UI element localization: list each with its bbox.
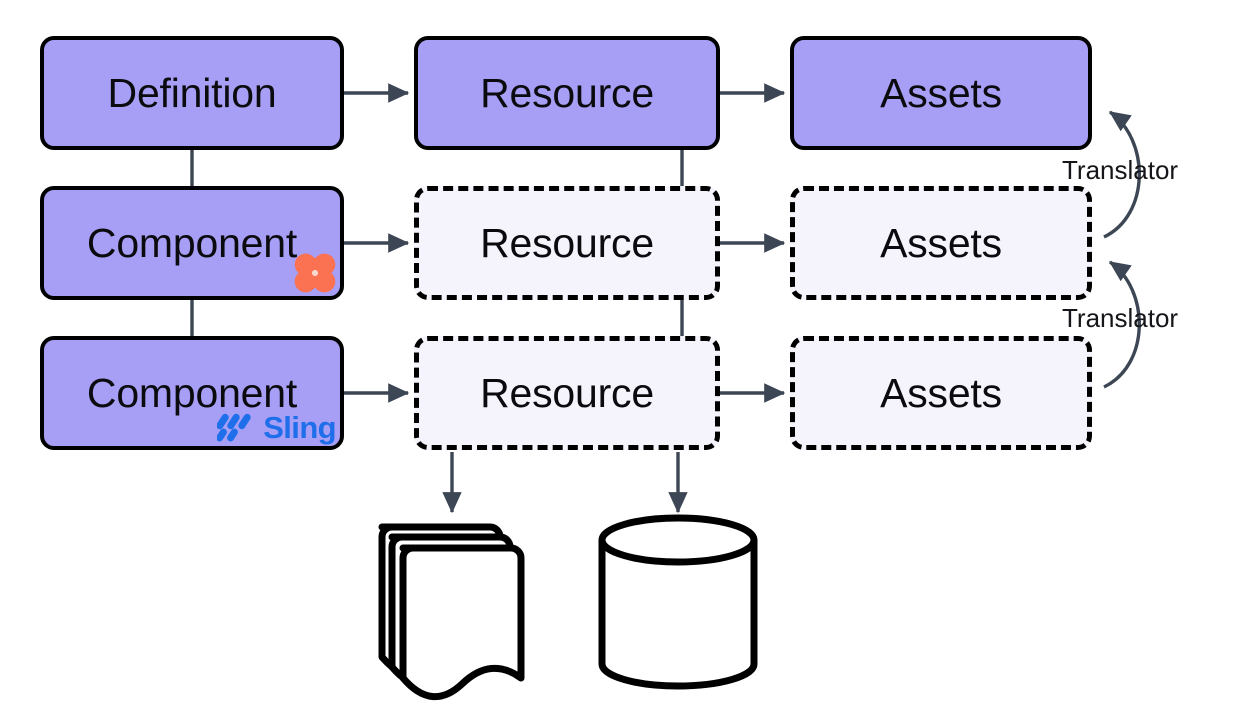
node-assets-3[interactable]: Assets <box>790 336 1092 450</box>
node-definition[interactable]: Definition <box>40 36 344 150</box>
node-component-sling-label: Component <box>86 369 298 416</box>
aem-logo-icon <box>286 244 344 302</box>
node-component-sling[interactable]: Component Sling <box>40 336 344 450</box>
stacked-documents-icon <box>378 523 525 701</box>
node-resource-3[interactable]: Resource <box>414 336 720 450</box>
node-resource-3-label: Resource <box>480 369 654 416</box>
node-component-aem[interactable]: Component <box>40 186 344 300</box>
translator-label-lower: Translator <box>1062 303 1179 333</box>
node-definition-label: Definition <box>107 69 277 116</box>
node-assets-2[interactable]: Assets <box>790 186 1092 300</box>
node-assets-1[interactable]: Assets <box>790 36 1092 150</box>
node-resource-1-label: Resource <box>480 69 654 116</box>
sling-logo-icon: Sling <box>217 409 337 445</box>
node-resource-1[interactable]: Resource <box>414 36 720 150</box>
node-assets-2-label: Assets <box>880 219 1002 266</box>
node-assets-3-label: Assets <box>880 369 1002 416</box>
node-resource-2-label: Resource <box>480 219 654 266</box>
translator-label-upper: Translator <box>1062 155 1179 185</box>
node-resource-2[interactable]: Resource <box>414 186 720 300</box>
node-assets-1-label: Assets <box>880 69 1002 116</box>
database-cylinder-icon <box>598 514 758 690</box>
node-component-aem-label: Component <box>86 219 298 266</box>
edge-translator-lower <box>1103 260 1141 389</box>
edge-translator-upper <box>1103 110 1141 239</box>
sling-logo-wordmark: Sling <box>263 409 336 445</box>
